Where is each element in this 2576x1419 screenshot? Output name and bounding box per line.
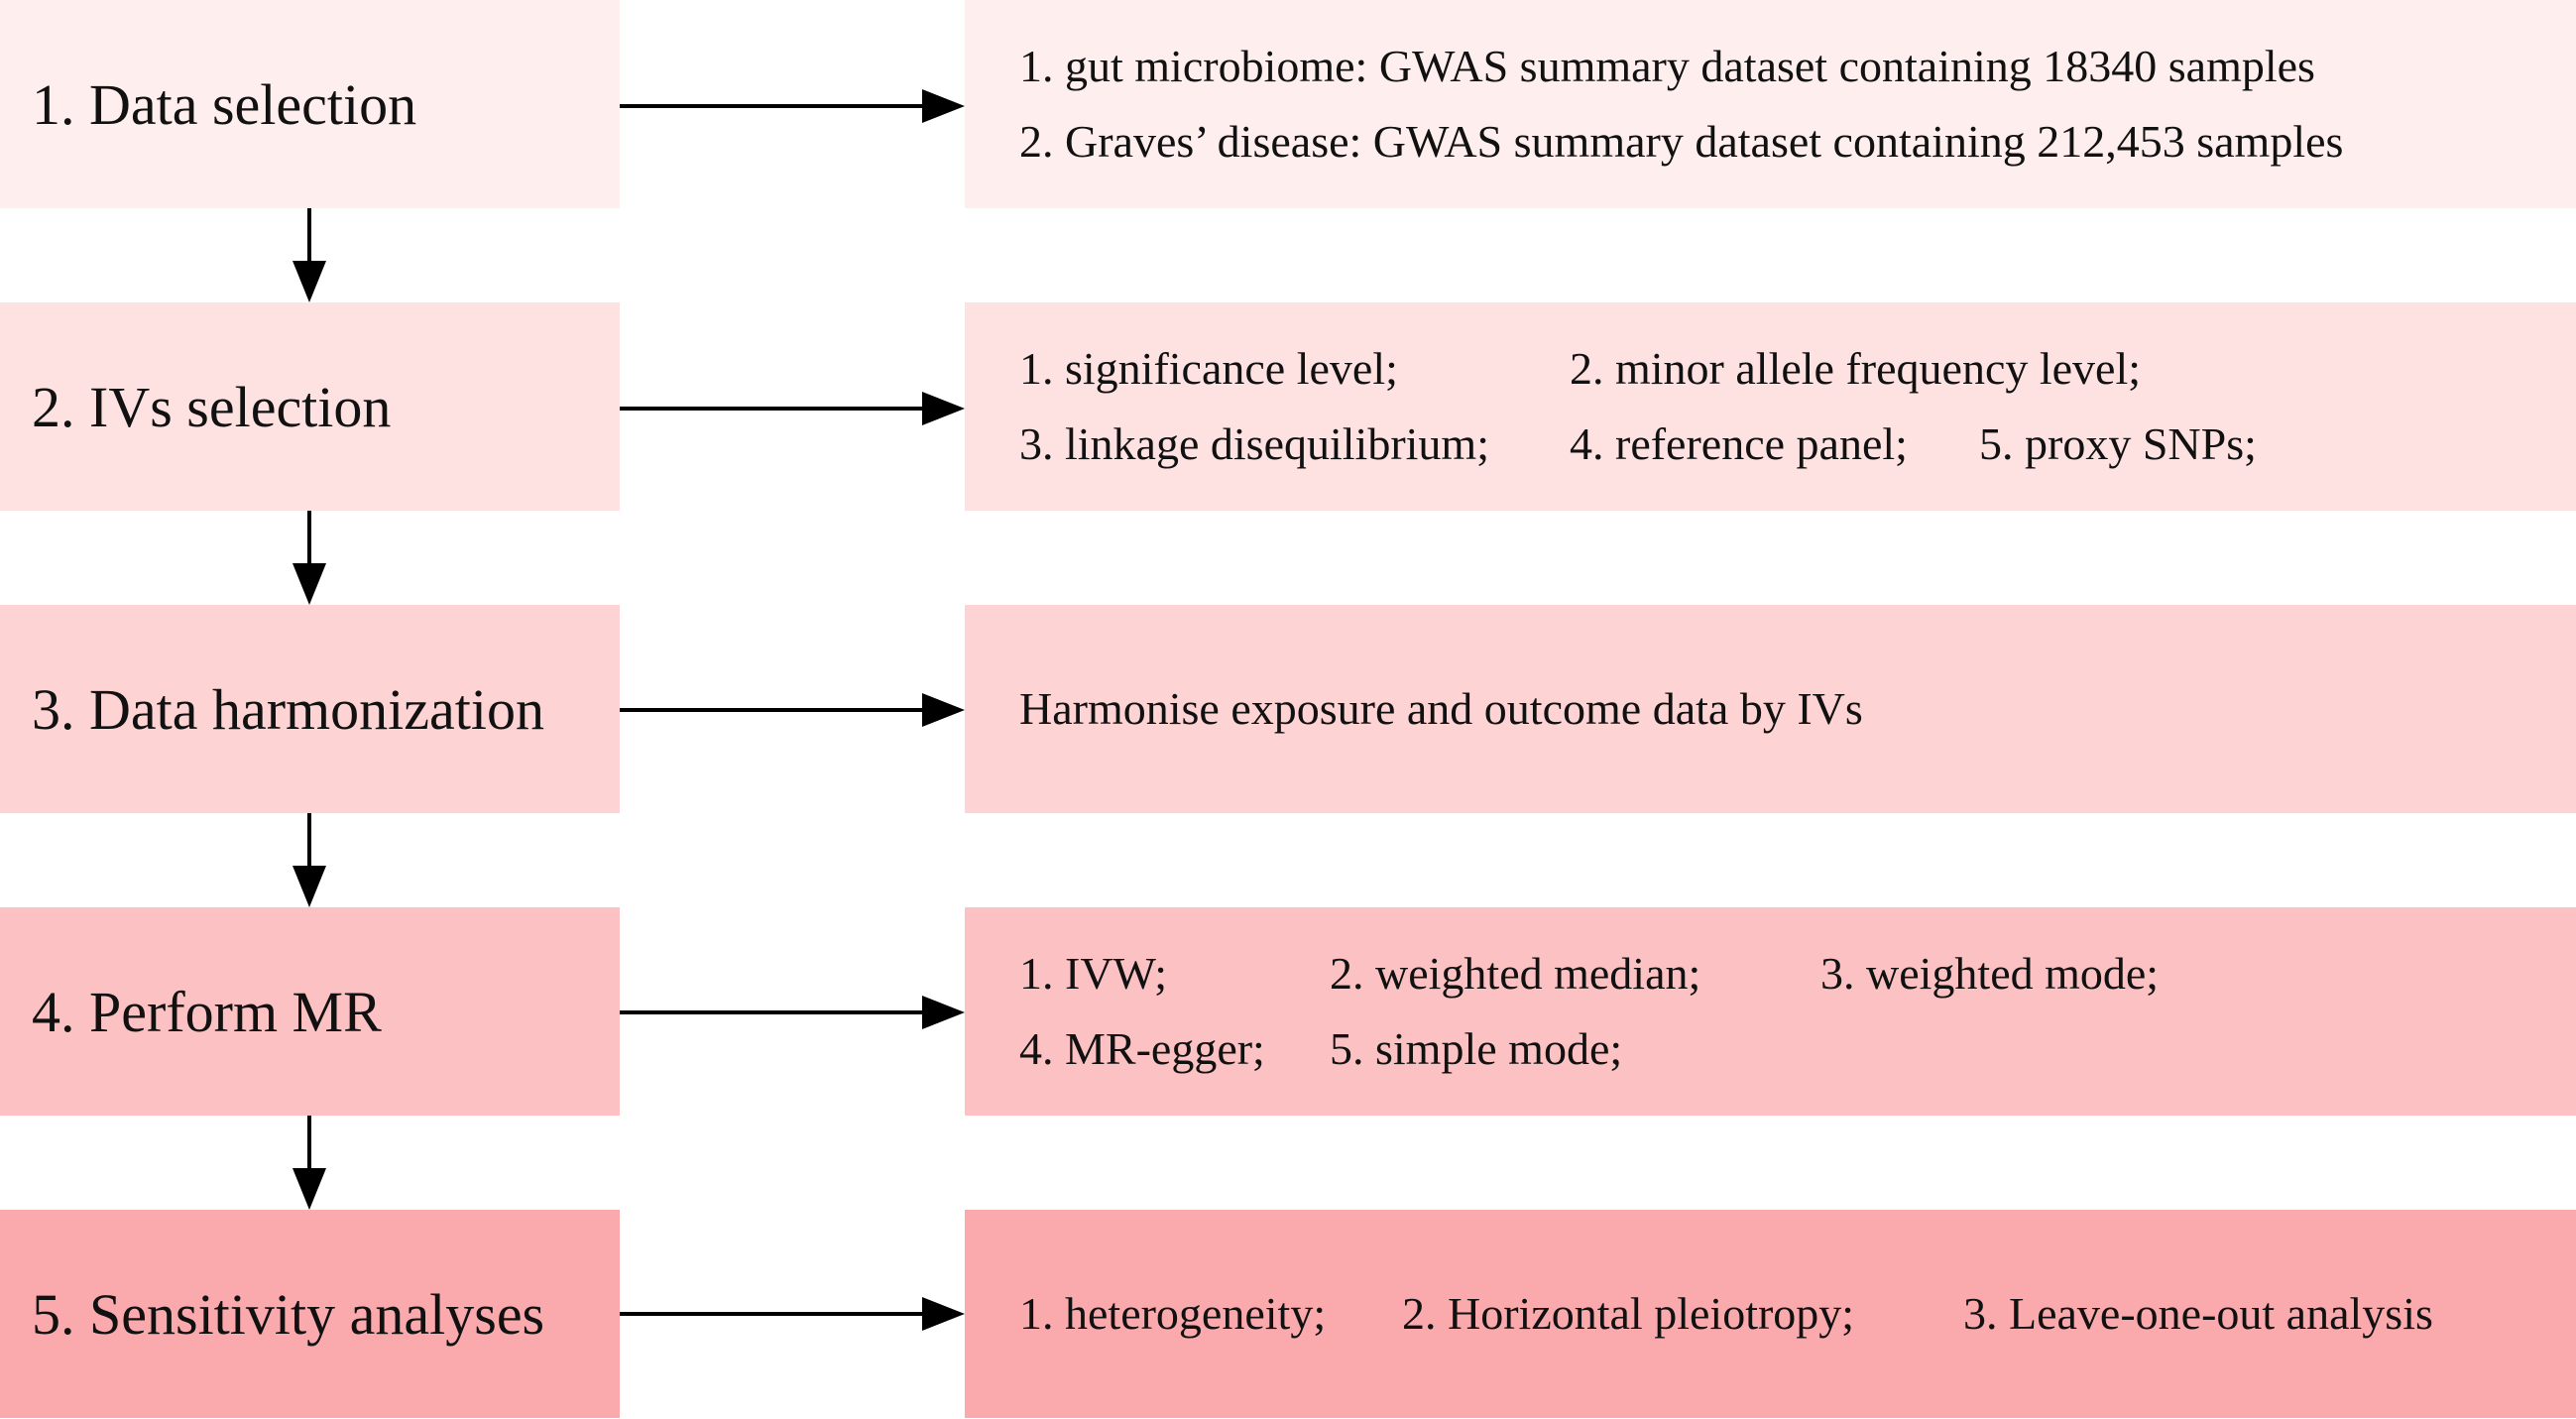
detail-box-perform-mr: 1. IVW; 2. weighted median; 3. weighted … [965, 907, 2576, 1116]
detail-line: 3. linkage disequilibrium; 4. reference … [1019, 407, 2576, 482]
arrow-step4-to-detail4 [620, 996, 965, 1029]
step-box-data-harmonization: 3. Data harmonization [0, 605, 620, 813]
step-label: 3. Data harmonization [32, 676, 544, 742]
detail-text: 1. significance level; [1019, 343, 1398, 394]
detail-line: 1. IVW; 2. weighted median; 3. weighted … [1019, 936, 2576, 1011]
detail-text: 3. Leave-one-out analysis [1963, 1288, 2433, 1339]
step-box-data-selection: 1. Data selection [0, 0, 620, 208]
step-label: 4. Perform MR [32, 979, 382, 1044]
detail-text: 5. simple mode; [1330, 1023, 1623, 1074]
detail-line: Harmonise exposure and outcome data by I… [1019, 671, 2576, 747]
detail-text: 5. proxy SNPs; [1979, 418, 2257, 469]
detail-box-data-harmonization: Harmonise exposure and outcome data by I… [965, 605, 2576, 813]
arrow-step5-to-detail5 [620, 1297, 965, 1331]
detail-text: Harmonise exposure and outcome data by I… [1019, 683, 1863, 734]
detail-box-sensitivity-analyses: 1. heterogeneity; 2. Horizontal pleiotro… [965, 1210, 2576, 1418]
detail-text: 3. weighted mode; [1820, 948, 2160, 999]
arrow-step1-to-detail1 [620, 89, 965, 123]
detail-text: 2. Graves’ disease: GWAS summary dataset… [1019, 116, 2344, 167]
step-label: 2. IVs selection [32, 374, 392, 439]
detail-text: 1. heterogeneity; [1019, 1288, 1327, 1339]
detail-text: 1. gut microbiome: GWAS summary dataset … [1019, 41, 2315, 91]
detail-box-ivs-selection: 1. significance level; 2. minor allele f… [965, 302, 2576, 511]
step-box-sensitivity-analyses: 5. Sensitivity analyses [0, 1210, 620, 1418]
detail-line: 1. gut microbiome: GWAS summary dataset … [1019, 29, 2576, 104]
arrow-step1-to-step2 [293, 208, 326, 302]
step-label: 1. Data selection [32, 71, 417, 137]
step-box-ivs-selection: 2. IVs selection [0, 302, 620, 511]
detail-text: 2. Horizontal pleiotropy; [1402, 1288, 1855, 1339]
detail-text: 2. weighted median; [1330, 948, 1701, 999]
detail-line: 1. heterogeneity; 2. Horizontal pleiotro… [1019, 1276, 2576, 1352]
detail-box-data-selection: 1. gut microbiome: GWAS summary dataset … [965, 0, 2576, 208]
arrow-step2-to-detail2 [620, 392, 965, 425]
detail-text: 2. minor allele frequency level; [1570, 343, 2142, 394]
arrow-step2-to-step3 [293, 511, 326, 605]
detail-line: 1. significance level; 2. minor allele f… [1019, 331, 2576, 407]
detail-line: 2. Graves’ disease: GWAS summary dataset… [1019, 104, 2576, 179]
detail-text: 4. MR-egger; [1019, 1023, 1265, 1074]
detail-text: 4. reference panel; [1570, 418, 1908, 469]
detail-line: 4. MR-egger; 5. simple mode; [1019, 1011, 2576, 1087]
step-label: 5. Sensitivity analyses [32, 1281, 545, 1347]
step-box-perform-mr: 4. Perform MR [0, 907, 620, 1116]
arrow-step3-to-detail3 [620, 693, 965, 727]
detail-text: 1. IVW; [1019, 948, 1168, 999]
detail-text: 3. linkage disequilibrium; [1019, 418, 1489, 469]
arrow-step4-to-step5 [293, 1116, 326, 1210]
arrow-step3-to-step4 [293, 813, 326, 907]
